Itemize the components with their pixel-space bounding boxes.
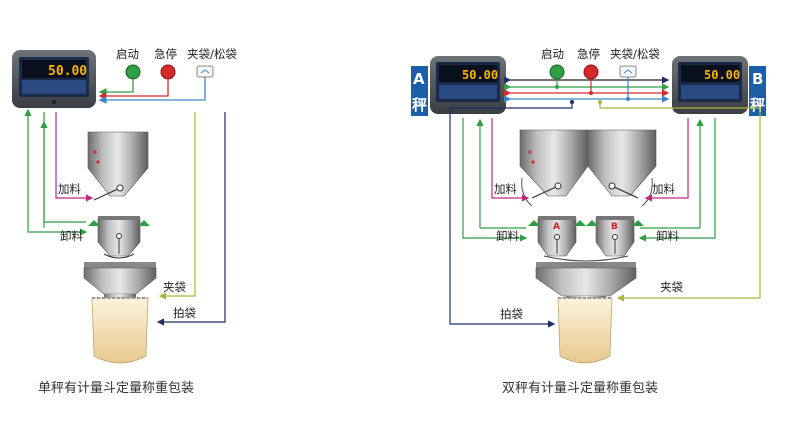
estop-button-icon[interactable] xyxy=(160,64,176,80)
hopper-b-label: B xyxy=(611,222,618,232)
estop-label-right: 急停 xyxy=(577,47,600,61)
clamp-switch-icon-right[interactable] xyxy=(619,65,637,78)
clamp-bag-label: 夹袋 xyxy=(163,280,186,294)
weighing-indicator: 50.00 xyxy=(12,50,96,108)
feed-b-label: 加料 xyxy=(652,182,675,196)
clamp-switch-icon[interactable] xyxy=(196,65,214,78)
start-button-icon[interactable] xyxy=(125,64,141,80)
scale-a-char: 秤 xyxy=(412,96,427,114)
dual-scale-diagram: A 秤 50.00 B 秤 50.00 启动 急停 夹袋/松袋 xyxy=(411,47,766,396)
left-caption: 单秤有计量斗定量称重包装 xyxy=(38,380,194,396)
scale-b-tab: B 秤 xyxy=(749,66,766,116)
display-value: 50.00 xyxy=(48,64,87,79)
clamp-label: 夹袋/松袋 xyxy=(187,47,237,61)
discharge-a-label: 卸料 xyxy=(496,229,519,243)
discharge-label: 卸料 xyxy=(60,229,83,243)
weigh-hopper xyxy=(88,216,150,259)
weigh-hopper-b: B xyxy=(586,216,644,257)
feed-label: 加料 xyxy=(58,182,81,196)
clamp-label-right: 夹袋/松袋 xyxy=(610,47,660,61)
scale-a-tab: A 秤 xyxy=(411,66,428,116)
bag xyxy=(91,297,149,364)
discharge-b-label: 卸料 xyxy=(656,229,679,243)
estop-button-icon-right[interactable] xyxy=(583,64,599,80)
single-scale-diagram: 50.00 启动 急停 夹袋/松袋 xyxy=(12,47,237,396)
bag-right xyxy=(557,297,613,364)
display-value-b: 50.00 xyxy=(704,68,740,82)
feed-a-label: 加料 xyxy=(494,182,517,196)
upper-hopper-b xyxy=(587,129,657,199)
right-caption: 双秤有计量斗定量称重包装 xyxy=(502,380,658,396)
scale-b-letter: B xyxy=(752,70,763,88)
upper-hopper xyxy=(87,131,149,201)
start-button-icon-right[interactable] xyxy=(549,64,565,80)
upper-hopper-a xyxy=(519,129,589,199)
weigh-hopper-a: A xyxy=(528,216,586,257)
scale-a-letter: A xyxy=(413,70,425,88)
hopper-a-label: A xyxy=(553,222,560,232)
display-value-a: 50.00 xyxy=(462,68,498,82)
weighing-indicator-a: 50.00 xyxy=(430,56,506,114)
estop-label: 急停 xyxy=(154,47,177,61)
weighing-indicator-b: 50.00 xyxy=(672,56,748,114)
pat-bag-label-right: 拍袋 xyxy=(500,307,523,321)
pat-bag-label: 拍袋 xyxy=(173,306,196,320)
scale-b-char: 秤 xyxy=(750,96,765,114)
start-label: 启动 xyxy=(116,47,139,61)
clamp-bag-label-right: 夹袋 xyxy=(660,280,683,294)
start-label-right: 启动 xyxy=(541,47,564,61)
